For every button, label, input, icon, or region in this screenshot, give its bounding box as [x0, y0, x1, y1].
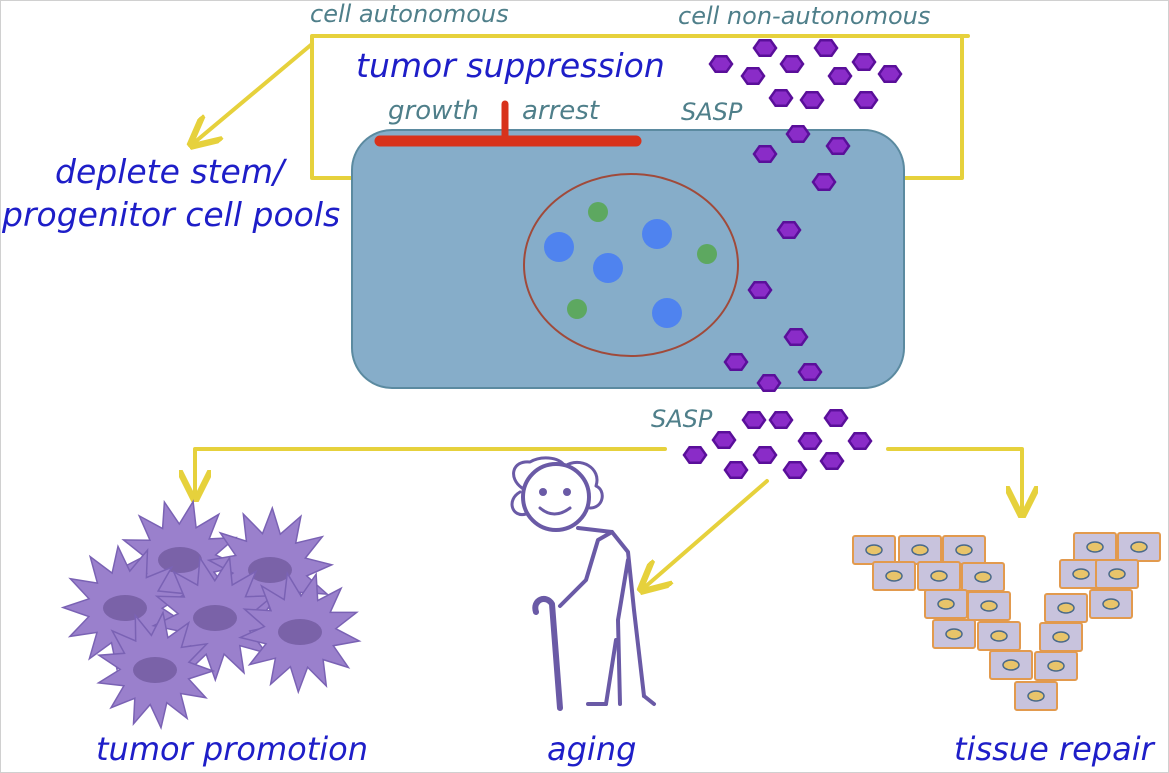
tumor-cell-nucleus [103, 595, 147, 621]
sasp-hexagon [708, 54, 734, 74]
sasp-hexagon [711, 430, 737, 450]
sasp-hexagon [768, 88, 794, 108]
tissue-cell-nucleus [1108, 568, 1126, 580]
sasp-bottom-label: SASP [651, 405, 713, 433]
deplete-label-line1: deplete stem/ [55, 152, 288, 191]
sasp-hexagon [752, 144, 778, 164]
sasp-hexagon [797, 362, 823, 382]
tissue-cell-nucleus [1002, 659, 1020, 671]
cell-non-autonomous-label: cell non-autonomous [678, 2, 930, 30]
sasp-hexagon [776, 220, 802, 240]
inhibition-bar [374, 100, 642, 147]
sasp-hexagon [813, 38, 839, 58]
sasp-hexagon [740, 66, 766, 86]
tissue-cell-nucleus [974, 571, 992, 583]
sasp-hexagon [847, 431, 873, 451]
tissue-cell-nucleus [885, 570, 903, 582]
deplete-label-line2: progenitor cell pools [1, 195, 340, 234]
tissue-cell-nucleus [911, 544, 929, 556]
tissue-cell-nucleus [1047, 660, 1065, 672]
tissue-cell-nucleus [945, 628, 963, 640]
sasp-top-label: SASP [681, 98, 743, 126]
sasp-hexagon [819, 451, 845, 471]
tissue-repair-label: tissue repair [954, 730, 1156, 768]
sasp-hexagon [811, 172, 837, 192]
sasp-hexagon [785, 124, 811, 144]
chromatin-dots [544, 202, 717, 328]
cell-autonomous-label: cell autonomous [310, 0, 509, 28]
tumor-promotion-label: tumor promotion [96, 730, 368, 768]
tissue-cell-nucleus [1027, 690, 1045, 702]
tissue-cell-nucleus [930, 570, 948, 582]
tumor-cell-nucleus [193, 605, 237, 631]
tissue-cell-nucleus [1130, 541, 1148, 553]
tumor-cell-nucleus [278, 619, 322, 645]
tumor-cell-nucleus [248, 557, 292, 583]
tissue-cell-nucleus [1057, 602, 1075, 614]
tissue-cell-nucleus [865, 544, 883, 556]
tissue-cell-nucleus [1102, 598, 1120, 610]
sasp-hexagon [756, 373, 782, 393]
sasp-hexagon [797, 431, 823, 451]
tissue-cell-nucleus [990, 630, 1008, 642]
sasp-hexagon [823, 408, 849, 428]
tissue-cell-nucleus [1072, 568, 1090, 580]
sasp-hexagon [747, 280, 773, 300]
sasp-hexagon [827, 66, 853, 86]
senescent-cell-body [351, 129, 905, 389]
sasp-hexagon [782, 460, 808, 480]
cell-nucleus [523, 173, 739, 357]
sasp-hexagon [723, 352, 749, 372]
sasp-hexagon [877, 64, 903, 84]
sasp-output-arrows [195, 447, 1022, 587]
sasp-hexagon [752, 38, 778, 58]
sasp-hexagon [752, 445, 778, 465]
sasp-hexagon [723, 460, 749, 480]
sasp-particles [682, 38, 903, 480]
sasp-hexagon [741, 410, 767, 430]
tissue-cell-nucleus [937, 598, 955, 610]
sasp-hexagon [768, 410, 794, 430]
growth-label: growth [388, 96, 479, 126]
tissue-cell-nucleus [980, 600, 998, 612]
tissue-cell-nucleus [955, 544, 973, 556]
tissue-cell-nucleus [1086, 541, 1104, 553]
sasp-hexagon [799, 90, 825, 110]
tissue-cell-nucleus [1052, 631, 1070, 643]
tumor-cell-nucleus [158, 547, 202, 573]
sasp-hexagon [825, 136, 851, 156]
tumor-suppression-label: tumor suppression [356, 46, 665, 85]
sasp-hexagon [783, 327, 809, 347]
sasp-hexagon [682, 445, 708, 465]
elderly-figure-illustration [510, 456, 656, 711]
arrest-label: arrest [522, 96, 600, 126]
sasp-hexagon [851, 52, 877, 72]
aging-label: aging [547, 730, 636, 768]
tumor-cells-illustration [60, 499, 362, 730]
deplete-arrow [195, 42, 314, 142]
sasp-hexagon [853, 90, 879, 110]
tissue-cells-illustration [852, 532, 1161, 711]
tumor-cell-nucleus [133, 657, 177, 683]
sasp-hexagon [779, 54, 805, 74]
